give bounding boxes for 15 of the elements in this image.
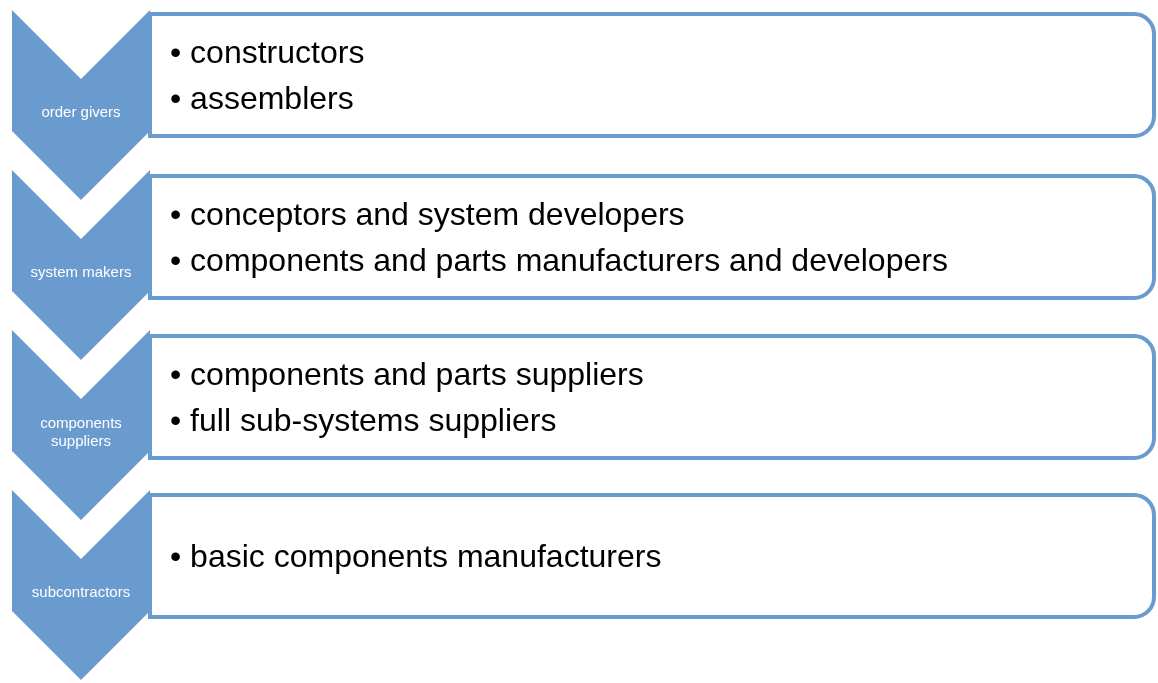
bullet-text: • components and parts suppliers <box>170 355 645 394</box>
bullet-text: • components and parts manufacturers and developers <box>170 241 949 280</box>
bullet-text: • conceptors and system developers <box>170 195 686 234</box>
stage-label: system makers <box>29 263 133 281</box>
bullet-text: • full sub-systems suppliers <box>170 401 558 440</box>
bullet-text: • assemblers <box>170 79 355 118</box>
bullet-text: • constructors <box>170 33 366 72</box>
list-box <box>148 174 1156 300</box>
stage-label: subcontractors <box>30 583 132 601</box>
list-box <box>148 12 1156 138</box>
bullet-text: • basic components manufacturers <box>170 537 663 576</box>
stage-label: order givers <box>40 103 122 121</box>
list-box <box>148 493 1156 619</box>
stage-label: components suppliers <box>39 414 123 450</box>
list-box <box>148 334 1156 460</box>
